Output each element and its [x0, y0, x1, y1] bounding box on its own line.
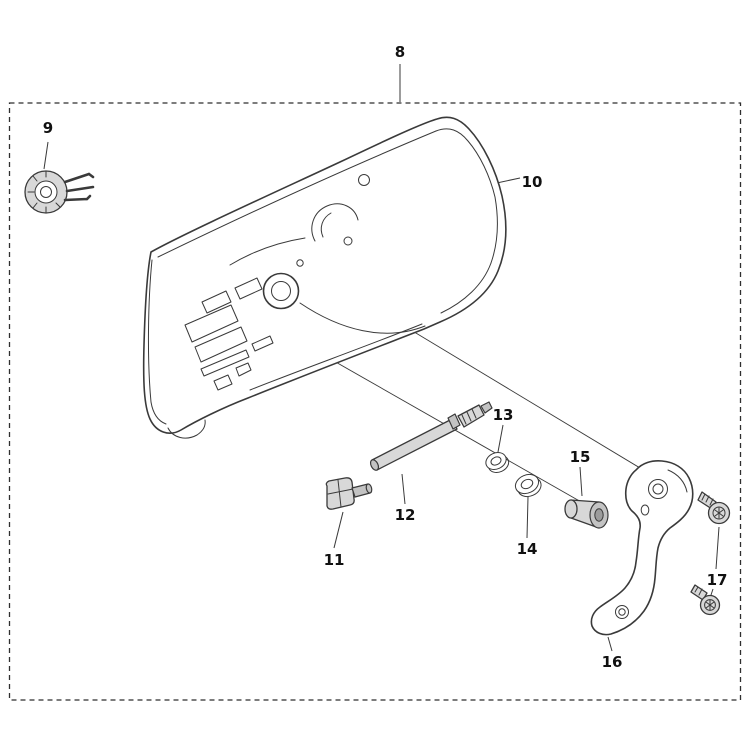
housing-boss-outer [262, 272, 300, 310]
vent-slot [200, 349, 250, 377]
housing-small-hole-1 [296, 259, 304, 267]
part-label-17: 17 [707, 571, 728, 589]
sleeve-part-15 [564, 499, 609, 529]
washer-face [514, 473, 540, 495]
bolt-head-facet-line-2 [327, 488, 354, 495]
housing-panel-crease-upper [229, 237, 306, 266]
leader-line-17-bottom [710, 588, 714, 596]
housing-right-shell-edge [435, 128, 498, 264]
vent-hole [213, 374, 233, 391]
leader-line-13 [497, 424, 504, 453]
rod-end-cap [369, 459, 380, 471]
washer-face [485, 452, 507, 470]
rod-shaft [371, 418, 458, 471]
leader-line-16 [607, 636, 613, 652]
bracket-top-hole-inner [652, 483, 664, 495]
rod-thread-hatches [461, 408, 477, 425]
plug-rim-notches [27, 170, 61, 214]
housing-small-hole-3 [343, 236, 353, 246]
plug-prong-3 [63, 194, 92, 202]
plug-center-hole [40, 186, 52, 198]
vent-opening [184, 304, 239, 343]
part-label-9: 9 [43, 119, 53, 137]
leader-line-14 [526, 496, 529, 539]
bracket-outline [590, 460, 694, 636]
torx-recess-icon [705, 599, 715, 611]
assembly-boundary-dashed-border [8, 102, 742, 701]
bracket-flange-highlight [667, 469, 688, 493]
sleeve-small-end [564, 499, 578, 519]
rod-collar [447, 413, 461, 430]
callout-labels: 8 9 10 11 12 13 14 15 16 17 [43, 43, 728, 671]
leader-line-17-top [715, 526, 720, 570]
screw-part-17-top [697, 491, 731, 525]
plug-part-9 [24, 170, 95, 214]
bracket-part-16 [590, 460, 694, 636]
bolt-head-facet-line [337, 479, 342, 508]
housing-boss-bore [271, 281, 291, 301]
bolt-shank-end [365, 483, 373, 494]
part-label-12: 12 [395, 506, 416, 524]
part-label-11: 11 [324, 551, 345, 569]
part-label-10: 10 [522, 173, 543, 191]
plug-inner-ring [34, 180, 58, 204]
bracket-top-hole [648, 479, 668, 499]
sleeve-bore [594, 508, 604, 522]
housing-outline [142, 116, 507, 434]
part-label-13: 13 [493, 406, 514, 424]
screw-head-inner-ring [712, 506, 726, 520]
bracket-foot-hole-inner [618, 608, 626, 616]
vent-slot [201, 290, 232, 314]
washer-part-13 [485, 452, 510, 473]
part-label-15: 15 [570, 448, 591, 466]
screw-shank [690, 584, 708, 601]
screw-thread-hatches [701, 493, 714, 506]
vent-slot [234, 277, 263, 300]
part-label-16: 16 [602, 653, 623, 671]
vent-opening [194, 326, 248, 363]
bracket-foot-hole [615, 605, 629, 619]
leader-line-15 [579, 466, 583, 497]
housing-hook-rib-inner [320, 212, 332, 238]
housing-cover-part [142, 116, 507, 439]
part-label-8: 8 [395, 43, 405, 61]
housing-left-inner-edge [147, 259, 167, 425]
housing-bottom-foot [167, 419, 206, 439]
bolt-head [325, 477, 355, 510]
leader-line-11 [333, 511, 344, 549]
bolt-part-11 [325, 477, 373, 510]
housing-small-hole-2 [358, 174, 370, 186]
screw-part-17-bottom [690, 584, 721, 616]
leader-line-9 [43, 141, 49, 170]
rod-pilot-tip [480, 401, 493, 414]
housing-vent-slots [184, 277, 274, 391]
washer-part-14 [514, 473, 542, 498]
plug-prong-1 [63, 172, 95, 184]
bracket-slot [640, 504, 650, 516]
leader-line-12 [401, 473, 406, 505]
washer-hole [490, 456, 502, 466]
plug-prong-2 [65, 185, 95, 193]
latch-slot [251, 335, 274, 352]
part-label-14: 14 [517, 540, 538, 558]
rod-part-12 [369, 401, 493, 471]
housing-panel-crease-lower [299, 302, 426, 334]
torx-recess-icon [714, 507, 724, 519]
washer-hole [520, 478, 534, 490]
housing-right-inner-wall [440, 262, 492, 314]
vent-hole [235, 362, 252, 377]
housing-hook-rib-outer [311, 203, 359, 242]
housing-top-rim [157, 130, 437, 258]
screw-thread-hatches [694, 586, 703, 596]
